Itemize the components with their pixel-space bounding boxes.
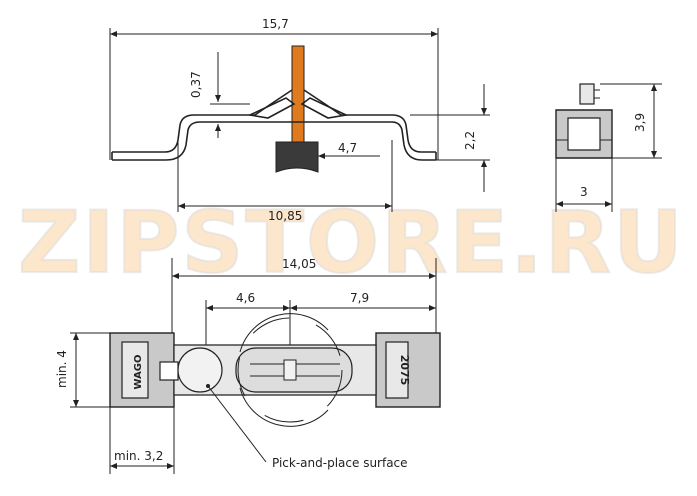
dim-pad-width: min. 3,2: [114, 449, 163, 463]
dim-side-height: 3,9: [633, 113, 647, 132]
dim-right-offset: 7,9: [350, 291, 369, 305]
dim-inner-length: 10,85: [268, 209, 302, 223]
dim-left-offset: 4,6: [236, 291, 255, 305]
contact-block: [275, 141, 319, 173]
clamp-profile: [111, 89, 437, 161]
pick-and-place-label: Pick-and-place surface: [272, 456, 408, 470]
footprint-view: 14,05 4,6 7,9 WAGO 2075: [55, 257, 441, 474]
side-view: 15,7 0,37 2,2 4,7 10,8: [109, 17, 490, 223]
part-number-marking: 2075: [398, 355, 411, 386]
end-view: 3,9 3: [555, 83, 662, 212]
dim-overall-length: 15,7: [262, 17, 289, 31]
dim-thickness: 0,37: [189, 71, 203, 98]
wago-logo: WAGO: [133, 354, 144, 389]
dim-side-width: 3: [580, 185, 588, 199]
pick-and-place-surface: [177, 347, 223, 393]
dim-pad-spacing: 14,05: [282, 257, 316, 271]
dim-contact-offset: 4,7: [338, 141, 357, 155]
dim-pad-height: min. 4: [55, 350, 69, 388]
contact-pin: [291, 45, 305, 143]
callout-leader: [207, 385, 267, 463]
dim-height: 2,2: [463, 131, 477, 150]
watermark-text: ZIPSTORE.RU: [18, 193, 685, 293]
